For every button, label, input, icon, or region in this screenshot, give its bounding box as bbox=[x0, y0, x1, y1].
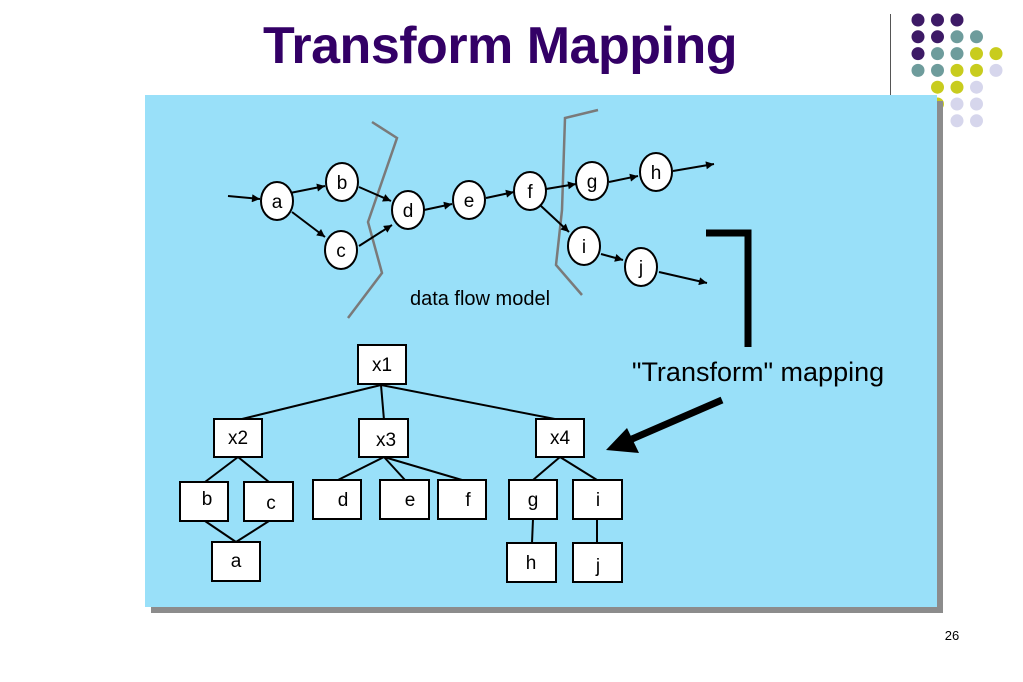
decorative-dot bbox=[970, 97, 983, 111]
flow-edge-b-d bbox=[358, 186, 392, 202]
flow-node-c: c bbox=[324, 230, 358, 270]
flow-node-h: h bbox=[639, 152, 673, 192]
flow-edge-f-g bbox=[545, 181, 577, 190]
flow-node-label: i bbox=[582, 237, 586, 258]
tree-node-x3: x3 bbox=[358, 418, 409, 458]
flow-node-label: h bbox=[651, 163, 662, 184]
decorative-divider bbox=[890, 14, 891, 96]
flow-node-f: f bbox=[513, 171, 547, 211]
slide-title: Transform Mapping bbox=[263, 17, 737, 75]
flow-node-label: b bbox=[337, 173, 348, 194]
transform-mapping-label: "Transform" mapping bbox=[632, 357, 884, 387]
flow-edge-e-f bbox=[485, 189, 515, 199]
tree-node-x1: x1 bbox=[357, 344, 407, 385]
flow-edge-d-e bbox=[423, 201, 453, 211]
tree-node-label: h bbox=[526, 553, 537, 574]
decorative-dot bbox=[950, 80, 964, 94]
tree-node-label: b bbox=[202, 489, 213, 510]
flow-node-label: g bbox=[587, 172, 598, 193]
decorative-dot bbox=[970, 30, 983, 44]
flow-node-label: c bbox=[336, 241, 346, 262]
tree-node-label: x4 bbox=[550, 428, 571, 449]
flow-node-label: e bbox=[464, 191, 475, 212]
tree-node-label: x2 bbox=[228, 428, 248, 449]
flow-edge-h-out bbox=[672, 161, 715, 172]
flow-edge-f-i bbox=[540, 205, 570, 233]
tree-node-label: a bbox=[231, 551, 242, 572]
flow-node-a: a bbox=[260, 181, 294, 221]
tree-node-f: f bbox=[437, 479, 487, 520]
tree-node-x2: x2 bbox=[213, 418, 263, 458]
tree-node-c: c bbox=[243, 481, 294, 522]
decorative-dot bbox=[911, 30, 925, 44]
flow-node-g: g bbox=[575, 161, 609, 201]
tree-node-b: b bbox=[179, 481, 229, 522]
flow-node-label: d bbox=[403, 201, 414, 222]
flow-edge-c-d bbox=[358, 224, 393, 247]
flow-node-b: b bbox=[325, 162, 359, 202]
tree-edges bbox=[204, 384, 598, 544]
decorative-dot bbox=[970, 47, 983, 61]
flow-node-d: d bbox=[391, 190, 425, 230]
flow-edge-g-h bbox=[608, 173, 639, 183]
tree-node-d: d bbox=[312, 479, 362, 520]
decorative-dot bbox=[950, 47, 964, 61]
decorative-dot bbox=[911, 13, 925, 27]
flow-node-label: j bbox=[638, 258, 643, 279]
flow-edge-a-b bbox=[289, 183, 326, 194]
tree-node-label: g bbox=[528, 490, 539, 511]
tree-node-label: x1 bbox=[372, 355, 392, 376]
flow-edge-in-a bbox=[227, 194, 261, 203]
flow-edges bbox=[227, 161, 715, 286]
incoming-boundary-line bbox=[347, 120, 399, 319]
tree-node-j: j bbox=[572, 542, 623, 583]
decorative-dot bbox=[989, 47, 1003, 61]
decorative-dot bbox=[931, 13, 944, 27]
tree-node-label: d bbox=[338, 490, 349, 511]
tree-node-label: x3 bbox=[376, 430, 396, 451]
decorative-dot bbox=[950, 30, 964, 44]
flow-node-i: i bbox=[567, 226, 601, 266]
decorative-dot bbox=[931, 63, 944, 77]
tree-node-x4: x4 bbox=[535, 418, 585, 458]
outgoing-boundary-line bbox=[554, 108, 599, 296]
flow-edge-j-out bbox=[658, 271, 708, 286]
page-number: 26 bbox=[944, 628, 960, 643]
tree-node-a: a bbox=[211, 541, 261, 582]
decorative-dot bbox=[970, 80, 983, 94]
decorative-dot bbox=[970, 63, 983, 77]
decorative-dot bbox=[931, 30, 944, 44]
flow-node-j: j bbox=[624, 247, 658, 287]
tree-node-label: e bbox=[405, 490, 416, 511]
flow-node-label: f bbox=[527, 182, 533, 203]
flow-edge-i-j bbox=[600, 253, 624, 262]
tree-node-label: f bbox=[465, 490, 471, 511]
decorative-dot bbox=[950, 114, 964, 128]
decorative-dot bbox=[950, 13, 964, 27]
flow-node-label: a bbox=[272, 192, 283, 213]
tree-node-h: h bbox=[506, 542, 557, 583]
mapping-bracket bbox=[706, 229, 752, 347]
data-flow-caption: data flow model bbox=[410, 288, 550, 310]
tree-node-label: c bbox=[266, 493, 276, 514]
mapping-arrow bbox=[606, 396, 724, 453]
decorative-dot bbox=[989, 63, 1003, 77]
flow-node-e: e bbox=[452, 180, 486, 220]
decorative-dot bbox=[931, 80, 944, 94]
decorative-dot bbox=[911, 63, 925, 77]
tree-node-g: g bbox=[508, 479, 558, 520]
decorative-dot bbox=[931, 47, 944, 61]
flow-edge-a-c bbox=[291, 211, 326, 238]
decorative-dot bbox=[911, 47, 925, 61]
tree-node-label: j bbox=[595, 556, 600, 577]
tree-node-label: i bbox=[596, 490, 600, 511]
decorative-dot bbox=[950, 97, 964, 111]
tree-node-e: e bbox=[379, 479, 430, 520]
decorative-dot bbox=[970, 114, 983, 128]
decorative-dot bbox=[950, 63, 964, 77]
tree-node-i: i bbox=[572, 479, 623, 520]
